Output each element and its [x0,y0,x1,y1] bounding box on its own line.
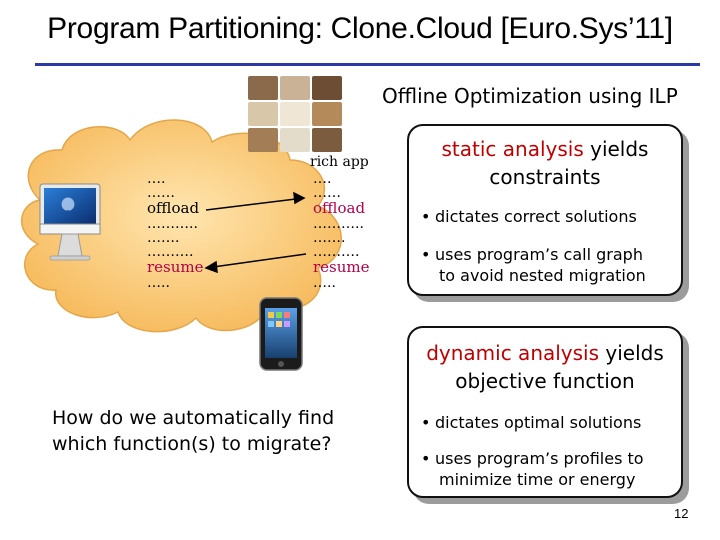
dog-thumbnail [280,76,310,100]
subtitle: Offline Optimization using ILP [382,84,678,108]
static-bullet-2: •uses program’s call graph [421,245,643,264]
dynamic-bullet-2: •uses program’s profiles to [421,449,644,468]
static-analysis-box: static analysis yields constraints •dict… [407,124,683,296]
code-line: ………. [147,244,194,260]
code-line: ……. [313,230,346,246]
code-line-offload: offload [313,199,366,217]
offload-arrow [205,191,306,211]
static-heading-rest: yields [583,137,649,161]
code-line: ……….. [313,216,364,232]
dog-thumbnail [312,128,342,152]
bullet-text: dictates correct solutions [435,207,637,226]
slide-title: Program Partitioning: Clone.Cloud [Euro.… [47,12,673,45]
rich-app-label: rich app [310,154,369,170]
dynamic-bullet-2-cont: minimize time or energy [439,470,636,489]
resume-arrow [204,253,307,274]
bullet-text: dictates optimal solutions [435,413,642,432]
dog-thumbnail [312,76,342,100]
question-line: How do we automatically find [52,407,335,429]
static-bullet-2-cont: to avoid nested migration [439,266,646,285]
code-line: ……. [147,230,180,246]
phone-icon [259,297,303,371]
dynamic-analysis-box: dynamic analysis yields objective functi… [407,326,683,498]
dog-thumbnail [280,102,310,126]
code-line: …. [147,171,166,187]
code-line-offload: offload [147,199,200,217]
dynamic-analysis-heading-line2: objective function [455,369,635,393]
dog-image-grid [248,76,344,156]
code-line: ….. [313,275,336,291]
code-line: ………. [313,244,360,260]
dog-thumbnail [312,102,342,126]
computer-icon [39,183,101,261]
cloud-shape [20,119,342,333]
code-line-resume: resume [147,258,204,276]
title-underline [35,63,700,66]
app-code-block: …. …… offload ……….. ……. ………. resume ….. [313,172,370,290]
bullet-text: uses program’s call graph [435,245,643,264]
dog-thumbnail [248,128,278,152]
code-line: ……….. [147,216,198,232]
static-analysis-heading-line2: constraints [489,165,601,189]
page-number: 12 [674,506,689,521]
dog-thumbnail [248,102,278,126]
code-line-resume: resume [313,258,370,276]
code-line: …… [313,185,341,201]
static-analysis-keyword: static analysis [441,137,584,161]
bullet-text: uses program’s profiles to [435,449,644,468]
static-bullet-1: •dictates correct solutions [421,207,637,226]
dog-thumbnail [280,128,310,152]
static-analysis-heading: static analysis yields [409,136,681,162]
question-line: which function(s) to migrate? [52,433,332,455]
dynamic-analysis-keyword: dynamic analysis [426,341,600,365]
code-line: …… [147,185,175,201]
question-text: How do we automatically find which funct… [52,405,334,457]
code-line: …. [313,171,332,187]
dynamic-analysis-heading: dynamic analysis yields [409,340,681,366]
dynamic-bullet-1: •dictates optimal solutions [421,413,642,432]
code-line: ….. [147,275,170,291]
dynamic-heading-rest: yields [599,341,664,365]
dog-thumbnail [248,76,278,100]
cloud-code-block: …. …… offload ……….. ……. ………. resume ….. [147,172,204,290]
